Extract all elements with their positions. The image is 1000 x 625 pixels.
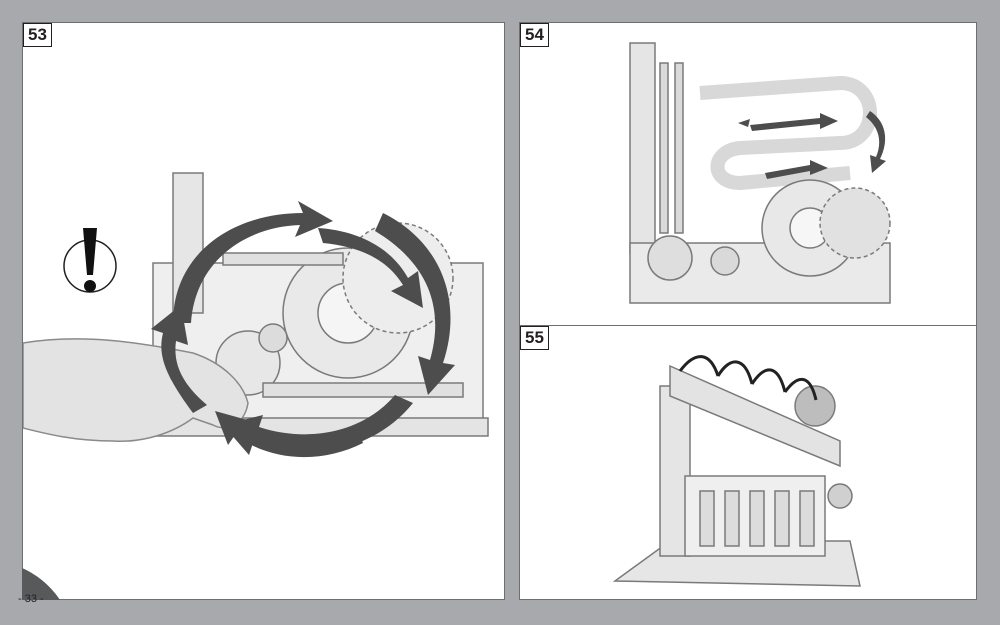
exclamation-warning-icon — [63, 228, 117, 293]
page-number: - 33 - — [18, 593, 44, 605]
step-number-55: 55 — [520, 326, 549, 350]
step-54-panel: 54 — [519, 22, 977, 326]
marble-run-model — [629, 42, 891, 304]
rotation-arrows-icon — [151, 201, 455, 458]
marble-run-model — [612, 364, 861, 587]
track-spirals — [678, 355, 818, 401]
page-corner-icon — [22, 568, 60, 600]
step-53-illustration — [23, 172, 489, 458]
step-number-53: 53 — [23, 23, 52, 47]
step-number-54: 54 — [520, 23, 549, 47]
step-55-panel: 55 — [519, 325, 977, 600]
step-54-illustration — [629, 42, 891, 304]
step-55-illustration — [612, 355, 861, 587]
step-53-panel: 53 — [22, 22, 505, 600]
direction-arrows-icon — [738, 111, 886, 179]
